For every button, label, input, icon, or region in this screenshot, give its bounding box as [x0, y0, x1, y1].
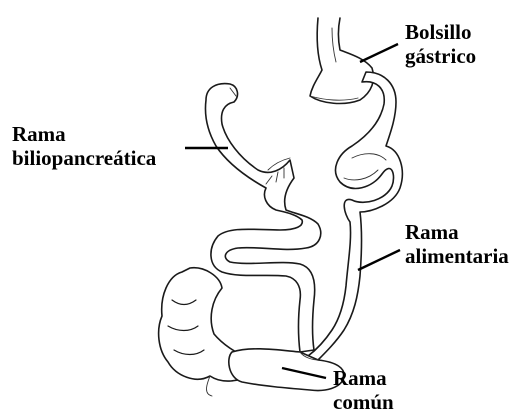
- label-gastric-pouch-line-2: gástrico: [405, 44, 476, 68]
- leader-alimentary-limb: [358, 250, 400, 270]
- label-biliopancreatic-line-1: Rama: [12, 122, 156, 146]
- leader-gastric-pouch: [360, 44, 398, 62]
- label-alimentary-line-1: Rama: [405, 220, 509, 244]
- label-biliopancreatic-limb: Rama biliopancreática: [12, 122, 156, 170]
- label-alimentary-line-2: alimentaria: [405, 244, 509, 268]
- alimentary-limb: [308, 72, 402, 360]
- label-gastric-pouch: Bolsillo gástrico: [405, 20, 476, 68]
- label-alimentary-limb: Rama alimentaria: [405, 220, 509, 268]
- label-common-line-2: común: [333, 390, 394, 414]
- biliopancreatic-limb: [205, 84, 320, 352]
- label-common-line-1: Rama: [333, 366, 394, 390]
- label-biliopancreatic-line-2: biliopancreática: [12, 146, 156, 170]
- label-gastric-pouch-line-1: Bolsillo: [405, 20, 476, 44]
- label-common-limb: Rama común: [333, 366, 394, 414]
